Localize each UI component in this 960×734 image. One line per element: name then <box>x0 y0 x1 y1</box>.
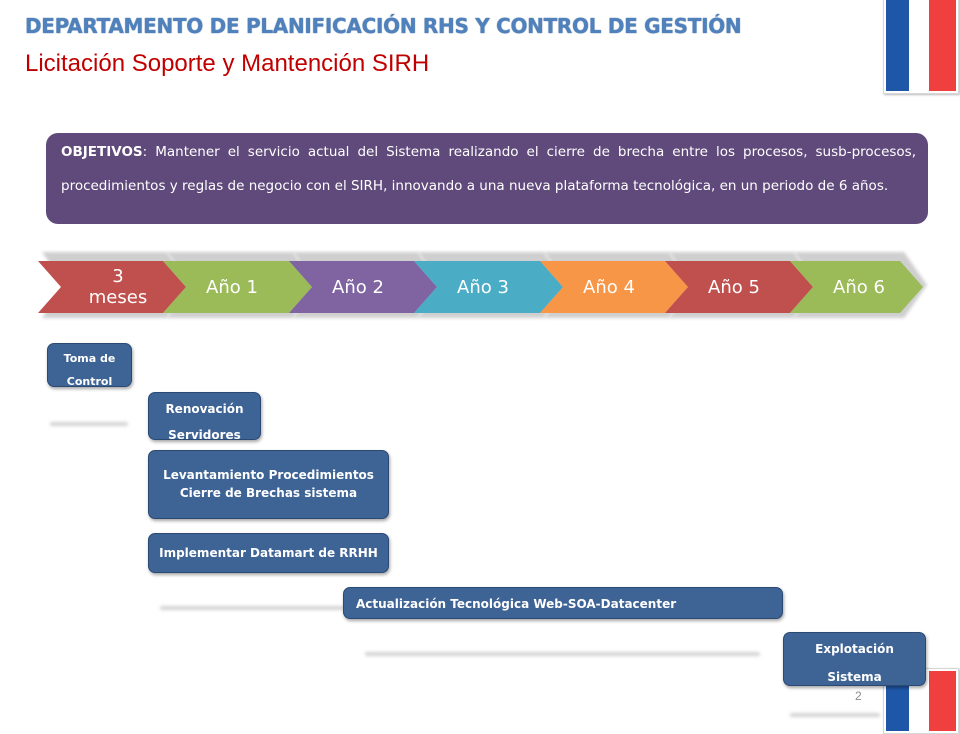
task-line2: Sistema <box>827 670 882 684</box>
flag-logo-top <box>883 0 959 94</box>
chevron-label-line1: 3 <box>112 266 124 287</box>
shadow-line <box>160 606 350 610</box>
chevron-6 <box>790 261 923 313</box>
task-line2: Cierre de Brechas sistema <box>179 486 358 500</box>
chevron-label-line2: meses <box>88 287 148 308</box>
task-line1: Levantamiento Procedimientos <box>163 468 374 482</box>
shadow-line <box>50 422 128 426</box>
page-number: 2 <box>855 689 862 703</box>
objectives-label: OBJETIVOS <box>61 144 143 160</box>
chevron-3 <box>414 261 563 313</box>
objectives-box: OBJETIVOS: Mantener el servicio actual d… <box>46 133 928 224</box>
task-levantamiento-procedimientos: Levantamiento Procedimientos Cierre de B… <box>148 450 389 519</box>
task-renovacion-servidores: Renovación Servidores <box>148 392 261 440</box>
chevron-label-year-5: Año 5 <box>708 276 760 298</box>
chevron-1 <box>163 261 312 313</box>
task-line2: Control <box>66 375 113 387</box>
chevron-4 <box>540 261 688 313</box>
task-line1: Renovación <box>165 402 244 416</box>
chevron-5 <box>665 261 813 313</box>
shadow-line <box>365 652 760 656</box>
task-toma-de-control: Toma de Control <box>47 343 132 387</box>
task-implementar-datamart: Implementar Datamart de RRHH <box>148 533 389 573</box>
objectives-text: : Mantener el servicio actual del Sistem… <box>61 144 916 194</box>
chevron-label-year-1: Año 1 <box>206 276 258 298</box>
chevron-label-3-meses: 3 meses <box>72 261 164 313</box>
chevron-label-year-4: Año 4 <box>583 276 635 298</box>
chevron-0 <box>38 261 186 313</box>
page-subtitle: Licitación Soporte y Mantención SIRH <box>25 50 430 77</box>
shadow-line <box>790 713 880 717</box>
timeline-chevrons <box>38 252 927 318</box>
chevron-label-year-2: Año 2 <box>332 276 384 298</box>
chevron-2 <box>289 261 437 313</box>
task-explotacion-sistema: Explotación Sistema <box>783 632 926 686</box>
department-title: DEPARTAMENTO DE PLANIFICACIÓN RHS Y CONT… <box>25 14 742 38</box>
chevron-label-year-3: Año 3 <box>457 276 509 298</box>
task-line1: Explotación <box>815 642 894 656</box>
chevron-label-year-6: Año 6 <box>833 276 885 298</box>
task-line1: Toma de <box>63 352 116 365</box>
timeline: 3 meses Año 1 Año 2 Año 3 Año 4 Año 5 Añ… <box>0 250 960 330</box>
task-line2: Servidores <box>168 428 241 440</box>
task-actualizacion-tecnologica: Actualización Tecnológica Web-SOA-Datace… <box>343 587 783 619</box>
